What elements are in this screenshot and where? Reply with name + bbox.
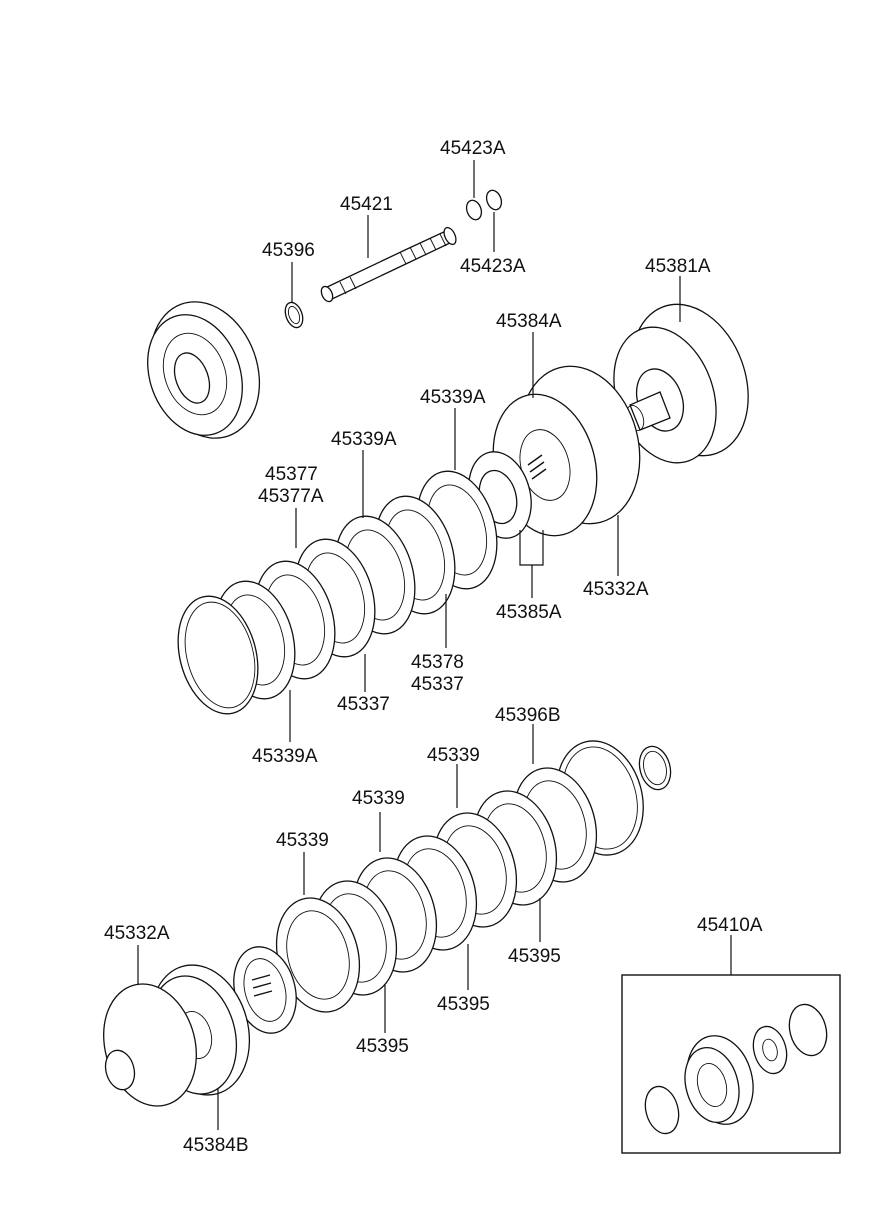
callout-45423a-mid: 45423A (460, 256, 526, 277)
leader-lines (137, 160, 732, 1130)
callout-45395-mid: 45395 (437, 994, 490, 1015)
snap-ring-small (638, 745, 672, 791)
o-ring-45423a-left (465, 199, 483, 221)
callout-45423a-top: 45423A (440, 138, 506, 159)
callout-45339-left: 45339 (276, 830, 329, 851)
callout-45410a: 45410A (697, 915, 763, 936)
callout-45337-right: 45337 (411, 674, 464, 695)
snap-ring-45396 (284, 301, 304, 329)
callout-45339a-lower: 45339A (252, 746, 318, 767)
callout-45337-left: 45337 (337, 694, 390, 715)
spring-retainer-lower (233, 946, 297, 1034)
o-ring-45423a-right (485, 189, 503, 211)
callout-45384a: 45384A (496, 311, 562, 332)
callout-45332a-upper: 45332A (583, 579, 649, 600)
callout-45377a: 45377A (258, 486, 324, 507)
callout-45377: 45377 (265, 464, 318, 485)
callout-45384b: 45384B (183, 1135, 249, 1156)
input-shaft-45421 (320, 226, 457, 303)
callout-45395-right: 45395 (508, 946, 561, 967)
callout-45421: 45421 (340, 194, 393, 215)
callout-45395-left: 45395 (356, 1036, 409, 1057)
clutch-plate-stack-upper (177, 470, 498, 715)
callout-45339a-upper-left: 45339A (331, 429, 397, 450)
callout-45396: 45396 (262, 240, 315, 261)
callout-45396b: 45396B (495, 705, 561, 726)
clutch-drum-45381a (613, 303, 749, 464)
callout-45385a: 45385A (496, 602, 562, 623)
callout-45381a: 45381A (645, 256, 711, 277)
callout-45339a-upper-right: 45339A (420, 387, 486, 408)
callout-45339-mid: 45339 (352, 788, 405, 809)
callout-45378: 45378 (411, 652, 464, 673)
clutch-plate-stack-lower (275, 740, 644, 1013)
callout-45339-right: 45339 (427, 745, 480, 766)
kit-box-45410a (621, 974, 841, 1154)
clutch-hub (147, 301, 261, 439)
callout-45332a-lower: 45332A (104, 923, 170, 944)
seal-45332a-lower (103, 983, 197, 1107)
